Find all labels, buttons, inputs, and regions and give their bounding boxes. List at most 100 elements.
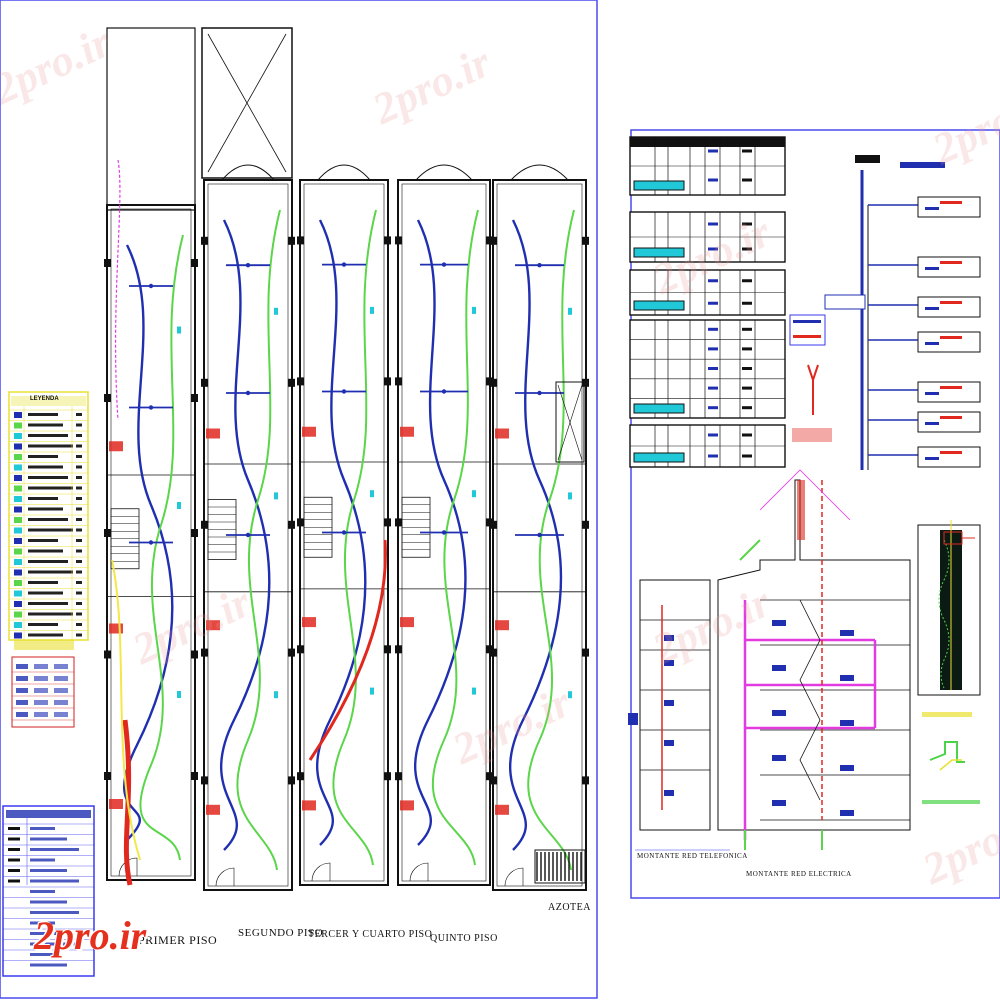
light-fixture	[441, 389, 447, 394]
outlet-marker	[274, 691, 278, 699]
branch-circuit	[868, 296, 981, 318]
left-sheet-border	[0, 0, 598, 999]
legend-text-line	[28, 602, 68, 605]
circuit-blue	[316, 219, 367, 846]
legend-symbol	[14, 412, 22, 418]
electric-riser	[635, 469, 911, 851]
legend-text-line	[28, 612, 73, 616]
roof-shafts	[106, 27, 293, 211]
legend-symbol	[14, 632, 22, 639]
outlet-marker	[370, 687, 374, 695]
panel-tag	[206, 804, 220, 815]
outlet-marker	[370, 490, 374, 498]
legend-symbol	[14, 454, 22, 460]
circuit-green	[139, 234, 184, 861]
panel-tag	[400, 617, 414, 628]
legend-text-line	[28, 444, 73, 448]
legend-symbol	[14, 538, 22, 544]
panel-tag	[109, 799, 123, 809]
light-fixture	[441, 530, 447, 535]
legend-symbol	[14, 517, 22, 523]
stair-symbol	[401, 496, 431, 558]
legend-symbol	[14, 601, 22, 607]
floor-plans	[104, 27, 589, 891]
legend-text-line	[28, 518, 68, 521]
light-fixture	[245, 263, 251, 268]
table-highlight	[633, 180, 685, 191]
specifications-box	[2, 805, 95, 977]
light-fixture	[148, 283, 154, 289]
outlet-marker	[177, 502, 181, 509]
legend-text-line	[28, 413, 58, 416]
circuit-green	[431, 209, 479, 866]
section-label-red-electrica: MONTANTE RED ELECTRICA	[746, 870, 852, 878]
circuit-green	[527, 209, 575, 871]
panel-tag	[495, 620, 509, 631]
branch-circuit	[868, 381, 981, 403]
brand-logo: 2pro.ir	[34, 913, 147, 958]
floor-label-tercer-cuarto-piso: TERCER Y CUARTO PISO	[308, 929, 433, 940]
panel-tag	[302, 426, 316, 437]
lightning-rod	[807, 364, 819, 415]
outlet-marker	[177, 326, 181, 334]
plan-segundo-piso	[201, 164, 295, 891]
legend-text-line	[28, 581, 58, 584]
circuit-yellow	[111, 559, 141, 861]
load-table	[629, 211, 786, 263]
stair-symbol	[303, 496, 333, 558]
legend-symbol	[14, 443, 22, 450]
load-table	[629, 136, 786, 196]
circuit-red-main	[122, 719, 133, 886]
panel-tag	[495, 428, 509, 439]
panel-tag	[400, 426, 414, 437]
light-fixture	[537, 532, 542, 538]
legend-text-line	[28, 455, 58, 458]
legend-symbol	[14, 433, 22, 439]
outlet-marker	[568, 307, 572, 315]
floor-label-segundo-piso: SEGUNDO PISO	[238, 927, 324, 939]
legend-text-line	[28, 560, 68, 563]
legend-symbol	[14, 475, 22, 481]
load-table	[629, 319, 786, 419]
outlet-marker	[472, 490, 476, 498]
legend-symbol	[14, 422, 22, 429]
circuit-green	[332, 209, 377, 866]
azotea-hatch	[534, 381, 586, 884]
legend-text-line	[28, 539, 58, 542]
light-fixture	[148, 540, 154, 545]
legend-box	[8, 391, 89, 641]
legend-text-line	[28, 507, 63, 511]
light-fixture	[341, 262, 347, 267]
legend-symbol	[14, 569, 22, 576]
light-fixture	[341, 389, 347, 394]
circuit-green	[236, 209, 281, 871]
outlet-marker	[177, 691, 181, 698]
branch-circuit	[868, 196, 981, 218]
branch-circuit	[868, 331, 981, 353]
legend-symbol	[14, 611, 22, 618]
legend-text-line	[28, 434, 68, 437]
plan-tercer-cuarto-piso	[297, 164, 391, 886]
branch-circuit	[868, 411, 981, 433]
branch-circuit	[868, 446, 981, 468]
stair-symbol	[110, 508, 140, 570]
legend-symbol	[14, 548, 22, 555]
legend-symbol	[14, 506, 22, 513]
legend-text-line	[28, 633, 63, 637]
legend-symbol	[14, 559, 22, 565]
legend-symbol	[14, 590, 22, 597]
table-highlight	[633, 247, 685, 258]
load-schedule-tables	[629, 136, 786, 468]
outlet-marker	[472, 306, 476, 314]
light-fixture	[245, 390, 251, 396]
panel-tag	[400, 800, 414, 811]
panel-tag	[302, 617, 316, 628]
panel-tag	[302, 800, 316, 811]
light-fixture	[245, 532, 251, 538]
legend-symbol	[14, 580, 22, 586]
circuit-blue	[509, 219, 563, 851]
load-table	[629, 269, 786, 316]
floor-label-primer-piso: PRIMER PISO	[138, 933, 218, 947]
circuit-blue	[414, 219, 467, 846]
legend-text-line	[28, 423, 63, 427]
